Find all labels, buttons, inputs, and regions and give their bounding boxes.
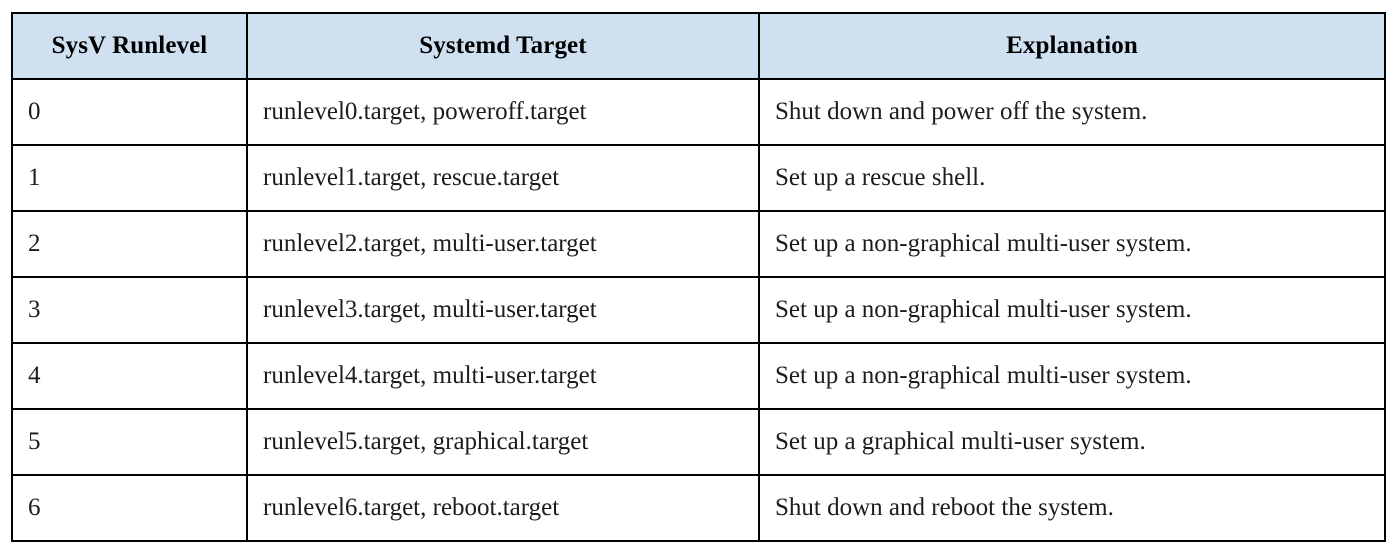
cell-systemd-target: runlevel3.target, multi-user.target <box>247 277 760 344</box>
cell-sysv-runlevel: 4 <box>12 343 248 410</box>
runlevel-table-container: SysV Runlevel Systemd Target Explanation… <box>11 12 1386 542</box>
cell-sysv-runlevel: 2 <box>12 211 248 278</box>
column-header-sysv-runlevel: SysV Runlevel <box>12 13 248 80</box>
cell-sysv-runlevel: 1 <box>12 145 248 212</box>
cell-sysv-runlevel: 3 <box>12 277 248 344</box>
cell-systemd-target: runlevel5.target, graphical.target <box>247 409 760 476</box>
cell-systemd-target: runlevel6.target, reboot.target <box>247 475 760 541</box>
cell-sysv-runlevel: 5 <box>12 409 248 476</box>
table-row: 3 runlevel3.target, multi-user.target Se… <box>12 277 1385 344</box>
cell-explanation: Set up a graphical multi-user system. <box>759 409 1385 476</box>
table-header-row: SysV Runlevel Systemd Target Explanation <box>12 13 1385 80</box>
cell-explanation: Shut down and reboot the system. <box>775 494 1114 521</box>
table-body: 0 runlevel0.target, poweroff.target Shut… <box>12 79 1385 541</box>
table-row: 4 runlevel4.target, multi-user.target Se… <box>12 343 1385 410</box>
table-row: 1 runlevel1.target, rescue.target Set up… <box>12 145 1385 212</box>
cell-explanation: Set up a rescue shell. <box>759 145 1385 212</box>
table-row: 6 runlevel6.target, reboot.target Shut d… <box>12 475 1385 541</box>
cell-systemd-target: runlevel1.target, rescue.target <box>247 145 760 212</box>
cell-systemd-target: runlevel4.target, multi-user.target <box>247 343 760 410</box>
table-row: 0 runlevel0.target, poweroff.target Shut… <box>12 79 1385 146</box>
cell-systemd-target: runlevel0.target, poweroff.target <box>247 79 760 146</box>
table-header: SysV Runlevel Systemd Target Explanation <box>12 13 1385 80</box>
cell-explanation: Set up a non-graphical multi-user system… <box>759 277 1385 344</box>
cell-sysv-runlevel: 6 <box>12 475 248 541</box>
sysv-runlevel-mapping-table: SysV Runlevel Systemd Target Explanation… <box>11 12 1386 542</box>
column-header-explanation: Explanation <box>759 13 1385 80</box>
cell-systemd-target: runlevel2.target, multi-user.target <box>247 211 760 278</box>
column-header-systemd-target: Systemd Target <box>247 13 760 80</box>
table-row: 5 runlevel5.target, graphical.target Set… <box>12 409 1385 476</box>
cell-sysv-runlevel: 0 <box>12 79 248 146</box>
cell-explanation: Shut down and power off the system. <box>759 79 1385 146</box>
cell-explanation: Set up a non-graphical multi-user system… <box>759 211 1385 278</box>
table-row: 2 runlevel2.target, multi-user.target Se… <box>12 211 1385 278</box>
cell-explanation: Set up a non-graphical multi-user system… <box>759 343 1385 410</box>
